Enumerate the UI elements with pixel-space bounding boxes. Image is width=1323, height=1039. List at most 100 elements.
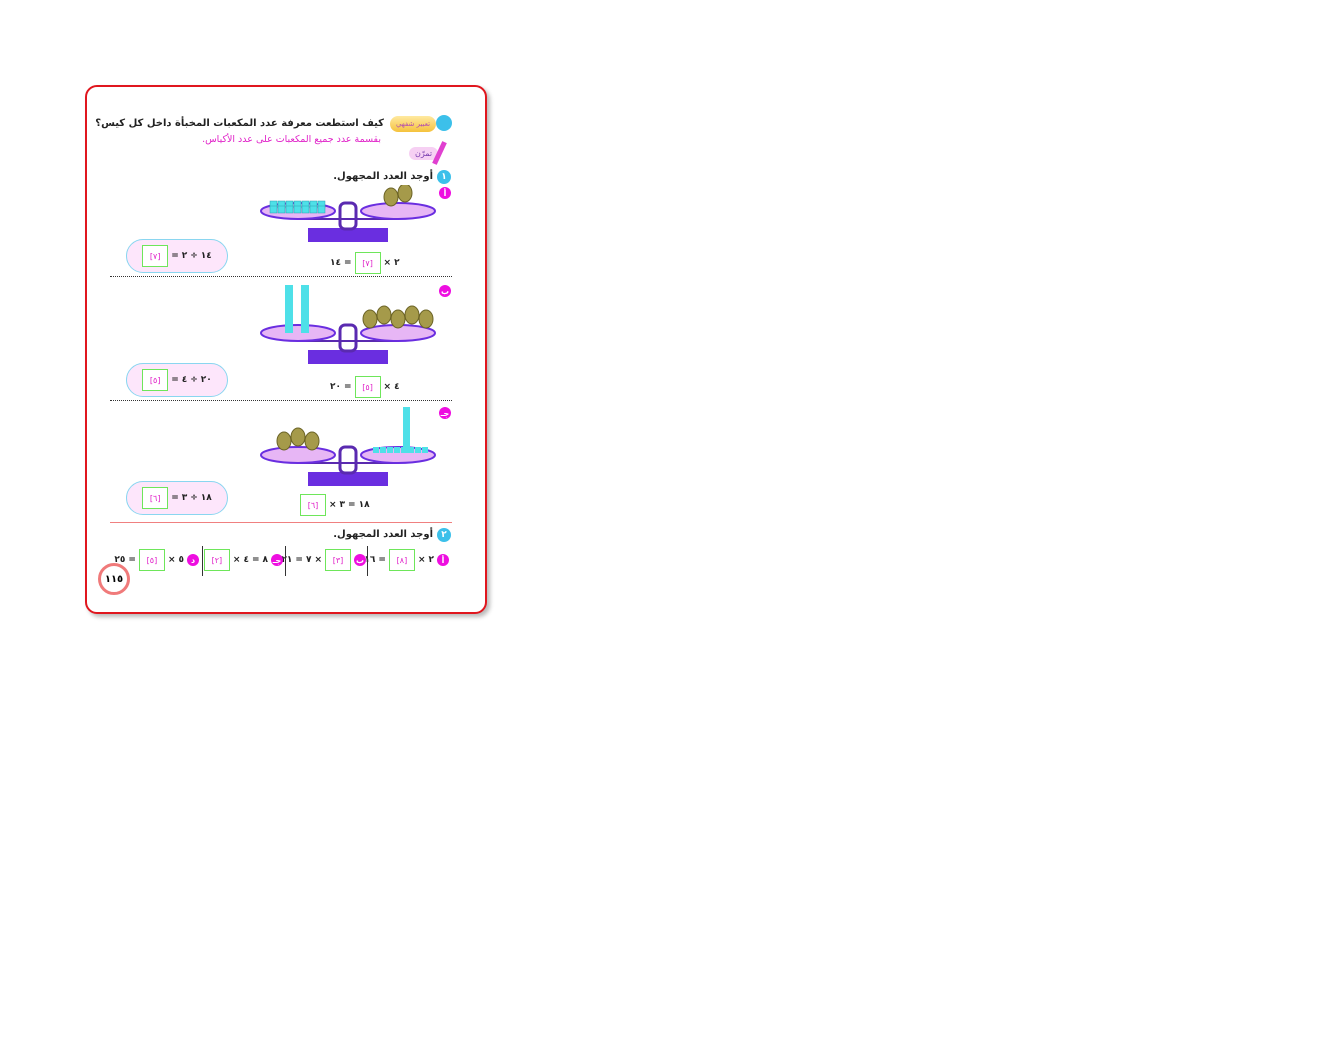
equation-token: ٥ (178, 555, 185, 565)
cube-icon (422, 447, 428, 453)
cube-icon (309, 205, 318, 214)
oral-expression-badge: تعبير شفهي (390, 116, 436, 132)
divider (202, 546, 203, 576)
equation-token: ÷ (190, 251, 198, 261)
equation-token: ÷ (190, 493, 198, 503)
equation-token: ÷ (190, 375, 198, 385)
equation-token: = (295, 555, 303, 565)
equation-token: ٢٠ (330, 382, 341, 392)
equation-token: ٢ (394, 258, 400, 268)
equation-token: ١٤ (330, 258, 341, 268)
scale-column (338, 445, 358, 475)
item-label: ب (354, 554, 366, 566)
answer-box[interactable]: [٣] (325, 549, 351, 571)
exercise-1-instruction: أوجد العدد المجهول. (333, 171, 433, 182)
equation-token: ٢٠ (200, 375, 212, 385)
scale-equation: ٤×[٥]=٢٠ (330, 376, 400, 398)
answer-text: بقسمة عدد جميع المكعبات على عدد الأكياس. (202, 134, 381, 145)
item-label: جـ (271, 554, 283, 566)
equation-token: = (344, 258, 352, 268)
item-label: د (187, 554, 199, 566)
cube-icon (401, 447, 407, 453)
cloud-equation: ١٤÷٢=[٧] (142, 245, 212, 267)
bag-icon (304, 431, 320, 451)
equation-token: ٤ (181, 375, 188, 385)
answer-box[interactable]: [٧] (354, 252, 381, 274)
cube-icon (293, 205, 302, 214)
equation-token: × (417, 555, 426, 565)
answer-box[interactable]: [٥] (354, 376, 381, 398)
balance-scale (260, 407, 436, 486)
bag-icon (362, 309, 378, 329)
cube-icon (415, 447, 421, 453)
equation-token: = (344, 382, 352, 392)
cube-icon (394, 447, 400, 453)
scale-column (338, 323, 358, 353)
equation-token: = (348, 500, 356, 510)
equation-token: × (314, 555, 322, 565)
answer-box[interactable]: [٨] (388, 549, 415, 571)
equation-token: ٢٥ (114, 555, 126, 565)
row-label: ب (439, 285, 451, 297)
balance-scale (260, 185, 436, 242)
badge-label: تعبير شفهي (395, 120, 431, 128)
cloud-equation: ١٨÷٣=[٦] (142, 487, 212, 509)
divider (285, 546, 286, 576)
equation-token: ٤ (243, 555, 249, 565)
equation-token: × (329, 500, 337, 510)
equation-token: = (171, 251, 179, 261)
right-pan (360, 202, 436, 220)
exercise-1-number: ١ (437, 170, 451, 184)
equation-token: = (128, 555, 136, 565)
scale-equation: ١٨=٣×[٦] (300, 494, 370, 516)
equation-token: = (171, 493, 179, 503)
equation-token: ١٨ (358, 500, 370, 510)
cube-stack (403, 407, 410, 453)
scale-base (308, 228, 388, 242)
divider (367, 546, 368, 576)
answer-box[interactable]: [٢] (203, 549, 230, 571)
bag-icon (383, 187, 399, 207)
equation-token: ٢ (181, 251, 188, 261)
equation-token: × (383, 258, 392, 268)
left-pan (260, 324, 336, 342)
scale-column (338, 201, 358, 231)
equation-token: = (251, 555, 260, 565)
answer-box[interactable]: [٦] (300, 494, 326, 516)
cube-icon (285, 205, 294, 214)
cube-stack (285, 285, 293, 333)
scale-base (308, 350, 388, 364)
answer-box[interactable]: [٥] (138, 549, 165, 571)
scale-base (308, 472, 388, 486)
section-divider (110, 522, 452, 523)
answer-box[interactable]: [٦] (142, 487, 169, 509)
answer-box[interactable]: [٧] (142, 245, 169, 267)
bag-icon (276, 431, 292, 451)
bag-icon (397, 185, 413, 203)
equation-token: × (167, 555, 176, 565)
equation-token: ١٦ (364, 555, 376, 565)
bag-icon (418, 309, 434, 329)
equation-token: = (171, 375, 179, 385)
equation-token: × (232, 555, 241, 565)
equation-token: ٧ (305, 555, 312, 565)
cube-stack (301, 285, 309, 333)
equation-token: × (383, 382, 392, 392)
cube-icon (380, 447, 386, 453)
exercise-2-instruction: أوجد العدد المجهول. (333, 529, 433, 540)
cube-icon (277, 205, 286, 214)
bag-icon (290, 427, 306, 447)
equation-token: ٢١ (281, 555, 293, 565)
textbook-page (85, 85, 487, 614)
balance-scale (260, 285, 436, 364)
row-label: جـ (439, 407, 451, 419)
thought-cloud: ٢٠÷٤=[٥] (126, 363, 228, 397)
cube-icon (408, 447, 414, 453)
thought-cloud: ١٨÷٣=[٦] (126, 481, 228, 515)
cube-icon (387, 447, 393, 453)
answer-box[interactable]: [٥] (142, 369, 169, 391)
practice-label: تمرّن (409, 147, 439, 160)
